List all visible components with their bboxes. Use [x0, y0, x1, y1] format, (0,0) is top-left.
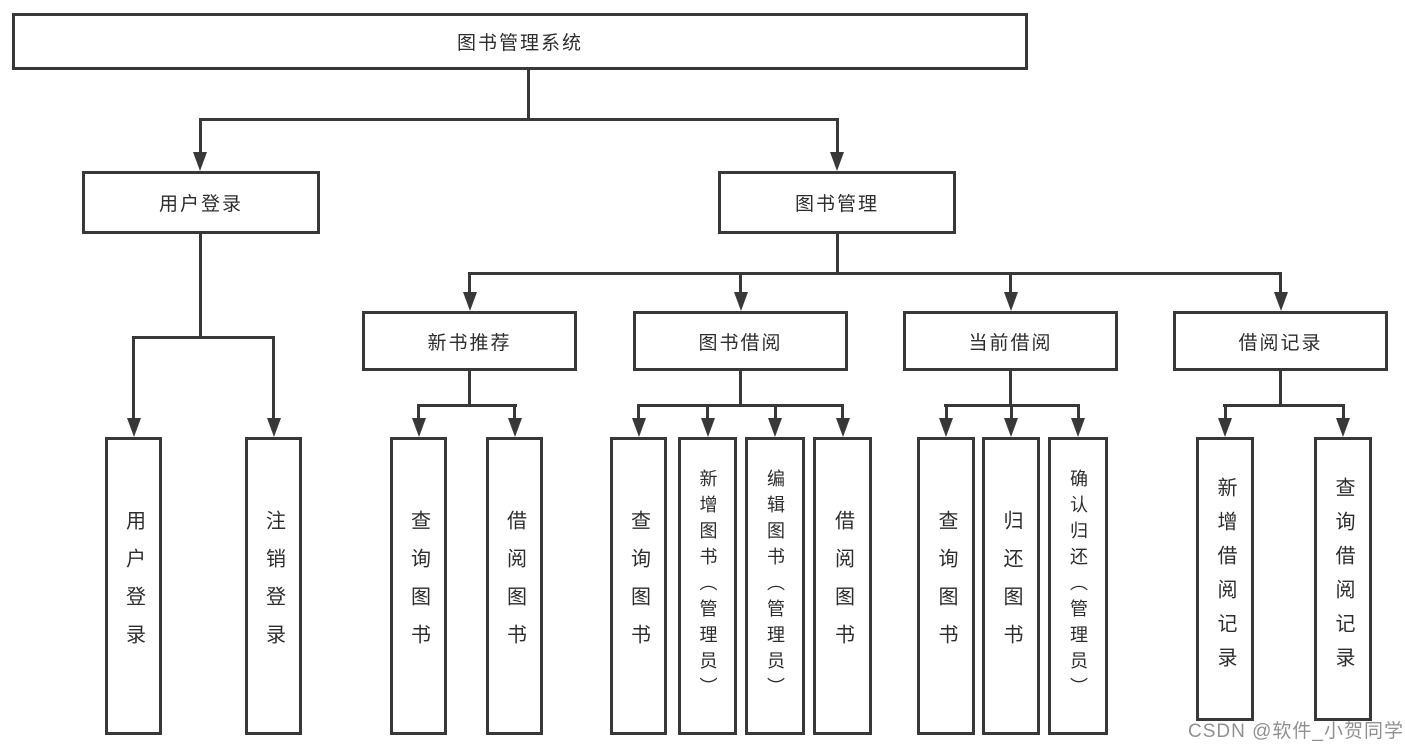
arrow-down-icon: [1274, 292, 1288, 311]
node-root: 图书管理系统: [12, 13, 1028, 70]
connector-line: [199, 234, 202, 336]
connector-line: [468, 371, 471, 404]
leaf-user-login-label: 用户登录: [122, 510, 145, 662]
arrow-down-icon: [632, 418, 646, 437]
arrow-down-icon: [1218, 418, 1232, 437]
connector-line: [1279, 272, 1282, 292]
connector-line: [199, 118, 839, 121]
arrow-down-icon: [939, 418, 953, 437]
leaf-borrow-query: 查询图书: [610, 437, 667, 735]
connector-line: [1279, 371, 1282, 404]
connector-line: [417, 404, 517, 407]
connector-line: [836, 234, 839, 272]
leaf-borrow-edit: 编辑图书（管理员）: [745, 437, 805, 735]
connector-line: [739, 371, 742, 404]
connector-line: [132, 336, 275, 339]
connector-line: [706, 404, 709, 418]
connector-line: [468, 272, 1282, 275]
arrow-down-icon: [193, 152, 207, 171]
node-user-login-branch: 用户登录: [82, 171, 320, 234]
connector-line: [774, 404, 777, 418]
leaf-records-add: 新增借阅记录: [1196, 437, 1254, 721]
leaf-newbook-borrow-label: 借阅图书: [503, 510, 526, 662]
watermark-text: CSDN @软件_小贺同学: [1188, 721, 1404, 742]
connector-line: [1223, 404, 1345, 407]
leaf-newbook-query-label: 查询图书: [407, 510, 430, 662]
node-book-borrow-label: 图书借阅: [698, 332, 783, 354]
connector-line: [1009, 371, 1012, 404]
arrow-down-icon: [836, 418, 850, 437]
node-borrow-records-label: 借阅记录: [1238, 332, 1323, 354]
leaf-borrow-query-label: 查询图书: [627, 510, 650, 662]
leaf-current-confirm: 确认归还（管理员）: [1048, 437, 1108, 735]
leaf-current-confirm-label: 确认归还（管理员）: [1068, 469, 1088, 703]
node-borrow-records: 借阅记录: [1173, 311, 1388, 371]
node-current-borrow-label: 当前借阅: [968, 332, 1053, 354]
arrow-down-icon: [1004, 418, 1018, 437]
arrow-down-icon: [701, 418, 715, 437]
connector-line: [637, 404, 844, 407]
node-book-borrow: 图书借阅: [633, 311, 848, 371]
arrow-down-icon: [734, 292, 748, 311]
connector-line: [199, 118, 202, 152]
arrow-down-icon: [830, 152, 844, 171]
connector-line: [1342, 404, 1345, 418]
node-current-borrow: 当前借阅: [903, 311, 1118, 371]
arrow-down-icon: [1071, 418, 1085, 437]
leaf-borrow-add-label: 新增图书（管理员）: [697, 469, 718, 703]
leaf-logout-label: 注销登录: [262, 510, 285, 662]
arrow-down-icon: [267, 418, 281, 437]
connector-line: [132, 336, 135, 418]
node-book-mgmt-branch-label: 图书管理: [794, 194, 879, 215]
leaf-borrow-borrow-label: 借阅图书: [831, 510, 854, 662]
leaf-current-return-label: 归还图书: [1000, 510, 1022, 662]
leaf-newbook-query: 查询图书: [390, 437, 447, 735]
leaf-logout: 注销登录: [245, 437, 302, 735]
leaf-user-login: 用户登录: [105, 437, 162, 735]
leaf-current-query-label: 查询图书: [935, 510, 957, 662]
arrow-down-icon: [412, 418, 426, 437]
arrow-down-icon: [1004, 292, 1018, 311]
leaf-records-add-label: 新增借阅记录: [1214, 477, 1236, 681]
arrow-down-icon: [1336, 418, 1350, 437]
connector-line: [739, 272, 742, 292]
connector-line: [836, 118, 839, 152]
connector-line: [841, 404, 844, 418]
connector-line: [272, 336, 275, 418]
leaf-records-query: 查询借阅记录: [1314, 437, 1372, 721]
connector-line: [637, 404, 640, 418]
connector-line: [527, 70, 530, 118]
node-user-login-branch-label: 用户登录: [158, 194, 243, 215]
node-new-book-rec: 新书推荐: [362, 311, 577, 371]
connector-line: [513, 404, 516, 418]
connector-line: [945, 404, 948, 418]
arrow-down-icon: [508, 418, 522, 437]
arrow-down-icon: [768, 418, 782, 437]
leaf-borrow-edit-label: 编辑图书（管理员）: [765, 469, 785, 703]
connector-line: [417, 404, 420, 418]
connector-line: [1224, 404, 1227, 418]
leaf-current-return: 归还图书: [982, 437, 1040, 735]
leaf-current-query: 查询图书: [917, 437, 975, 735]
leaf-records-query-label: 查询借阅记录: [1332, 477, 1354, 681]
connector-line: [1077, 404, 1080, 418]
leaf-newbook-borrow: 借阅图书: [486, 437, 543, 735]
node-book-mgmt-branch: 图书管理: [718, 171, 956, 234]
connector-line: [468, 272, 471, 292]
leaf-borrow-add: 新增图书（管理员）: [678, 437, 737, 735]
leaf-borrow-borrow: 借阅图书: [813, 437, 872, 735]
arrow-down-icon: [463, 292, 477, 311]
connector-line: [1009, 272, 1012, 292]
node-new-book-rec-label: 新书推荐: [427, 332, 512, 354]
node-root-label: 图书管理系统: [456, 33, 583, 54]
arrow-down-icon: [127, 418, 141, 437]
connector-line: [1010, 404, 1013, 418]
